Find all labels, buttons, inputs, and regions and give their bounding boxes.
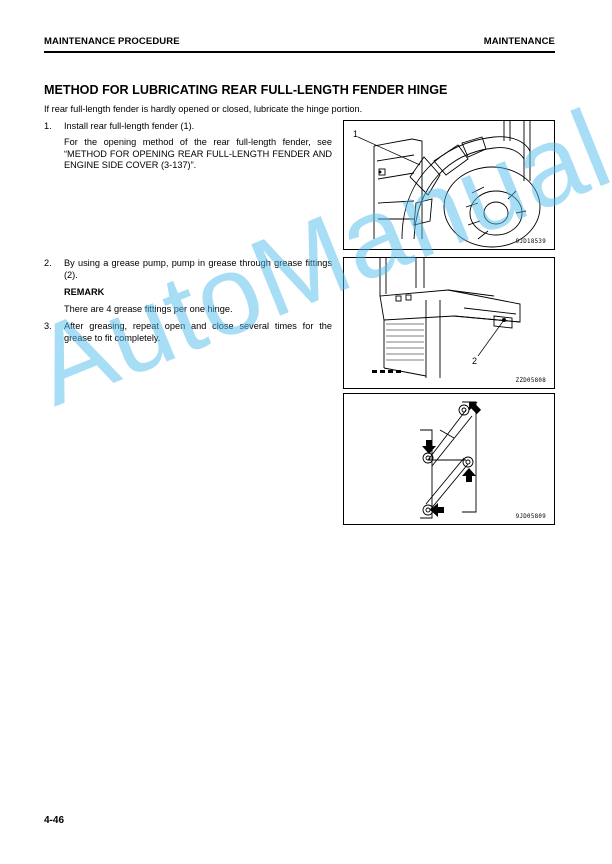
- step-1-text: Install rear full-length fender (1).: [64, 121, 195, 131]
- running-header-left: MAINTENANCE PROCEDURE: [44, 36, 180, 47]
- step-2-text: By using a grease pump, pump in grease t…: [64, 258, 332, 280]
- figure-code-2: ZZD05808: [515, 378, 546, 384]
- figure-grease-fitting-detail: 9JD05809: [343, 393, 555, 525]
- step-1-detail: For the opening method of the rear full-…: [64, 137, 332, 171]
- rear-fender-drawing: 1: [353, 121, 541, 248]
- figure-rear-fender: 1 9JD18539: [343, 120, 555, 250]
- running-header-right: MAINTENANCE: [483, 36, 555, 47]
- header-rule: [44, 51, 555, 53]
- arrow-icon: [462, 468, 476, 482]
- step-3-text: After greasing, repeat open and close se…: [64, 321, 332, 343]
- remark-heading: REMARK: [64, 287, 105, 297]
- arrow-icon: [430, 503, 444, 517]
- figure-grease-fitting-overview: 2 ZZD05808: [343, 257, 555, 389]
- step-1-number: 1.: [44, 121, 52, 131]
- grease-fitting-overview-drawing: 2: [372, 258, 521, 378]
- grease-fitting-icon: [502, 318, 506, 322]
- arrow-icon: [422, 440, 436, 454]
- section-intro: If rear full-length fender is hardly ope…: [44, 104, 363, 114]
- arrow-icon: [469, 402, 482, 415]
- bolt-icon: [378, 170, 382, 174]
- step-3-number: 3.: [44, 321, 52, 331]
- remark-text: There are 4 grease fittings per one hing…: [64, 304, 233, 314]
- step-2-number: 2.: [44, 258, 52, 268]
- figure-code-1: 9JD18539: [515, 239, 546, 245]
- hinge-detail-drawing: [420, 401, 482, 519]
- page-number: 4-46: [44, 815, 65, 826]
- callout-2: 2: [472, 356, 477, 366]
- figure-code-3: 9JD05809: [515, 514, 546, 520]
- section-title: METHOD FOR LUBRICATING REAR FULL-LENGTH …: [44, 83, 448, 97]
- callout-1: 1: [353, 129, 358, 139]
